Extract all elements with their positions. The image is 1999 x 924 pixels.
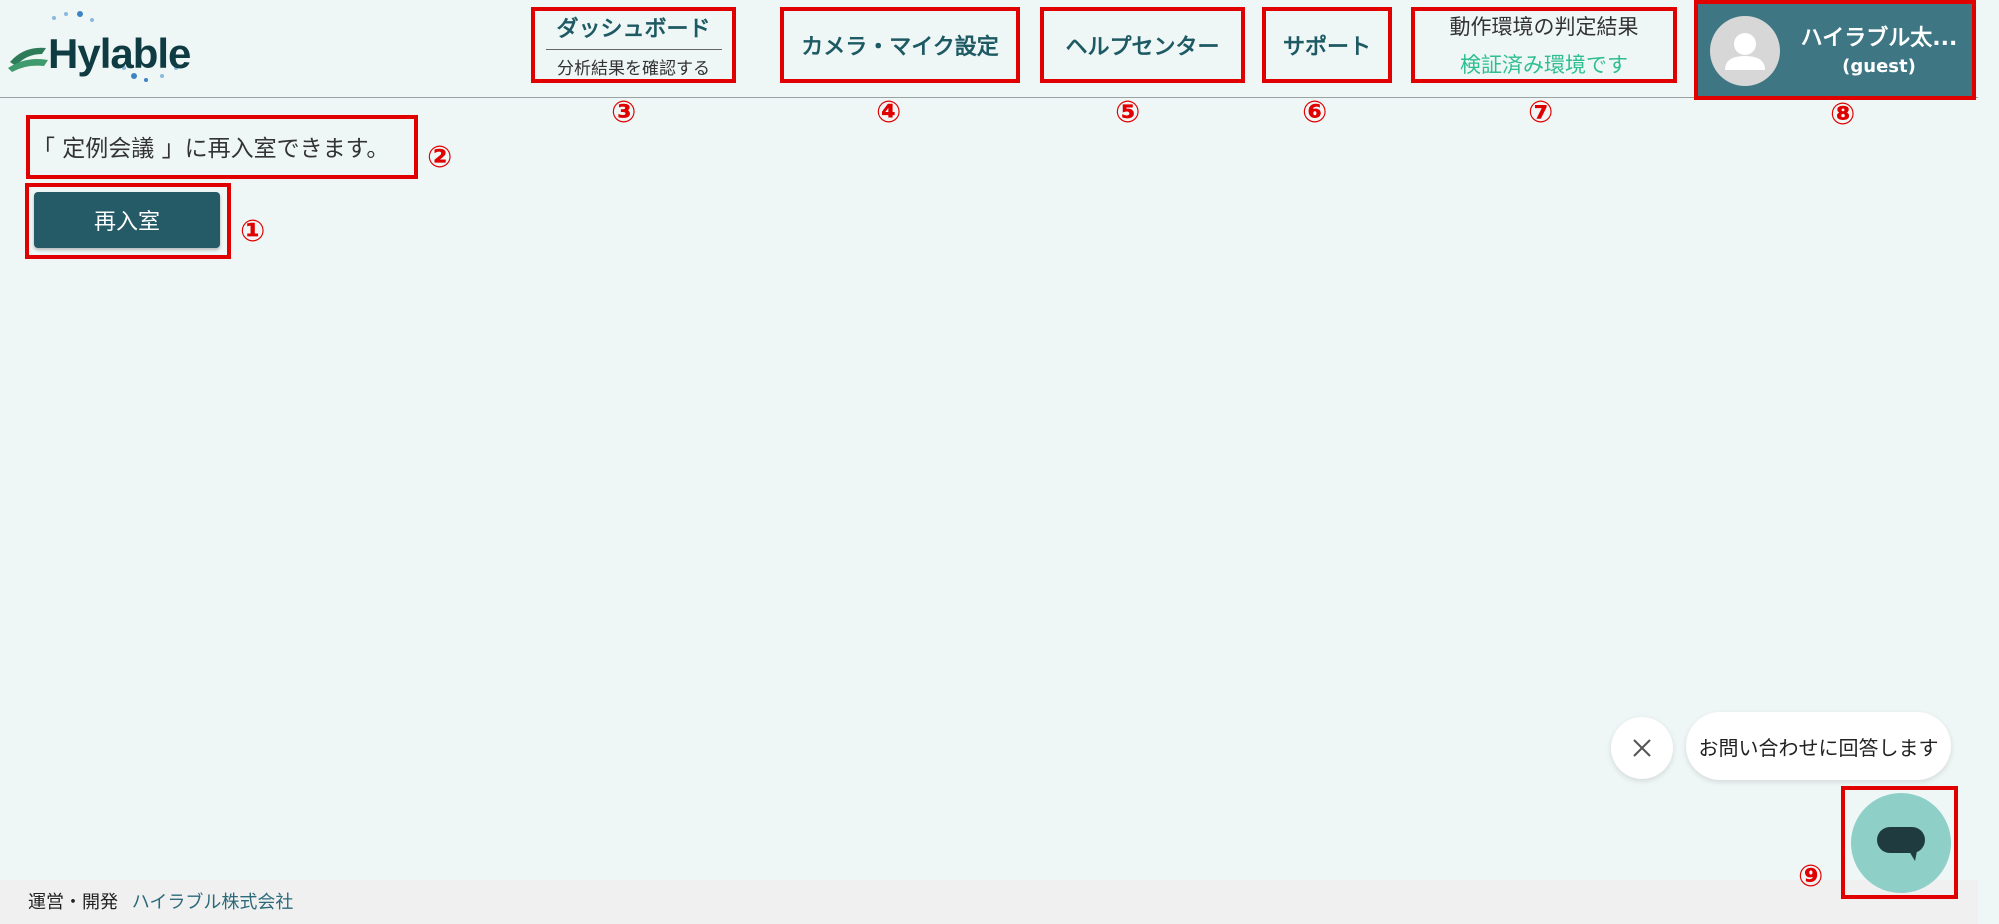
nav-camera-mic-label: カメラ・マイク設定 xyxy=(801,35,999,60)
logo-text: Hylable xyxy=(48,30,191,77)
user-name: ハイラブル太... xyxy=(1800,26,1958,51)
annotation-6: ⑥ xyxy=(1302,95,1328,130)
chat-launcher-button[interactable] xyxy=(1851,793,1951,893)
nav-dashboard[interactable]: ダッシュボード 分析結果を確認する xyxy=(531,7,736,83)
annotation-1: ① xyxy=(240,214,266,249)
chat-close-button[interactable] xyxy=(1611,717,1673,779)
annotation-2: ② xyxy=(427,140,453,175)
nav-camera-mic[interactable]: カメラ・マイク設定 xyxy=(780,7,1020,83)
close-icon xyxy=(1633,739,1651,757)
annotation-5: ⑤ xyxy=(1115,95,1141,130)
page-scrollbar[interactable] xyxy=(1978,0,1999,924)
nav-help-center-label: ヘルプセンター xyxy=(1065,35,1220,60)
annotation-3: ③ xyxy=(611,95,637,130)
footer-band xyxy=(0,880,1978,924)
divider xyxy=(545,49,722,50)
nav-support-label: サポート xyxy=(1282,35,1371,60)
annotation-8: ⑧ xyxy=(1830,97,1856,132)
user-menu[interactable]: ハイラブル太... (guest) xyxy=(1694,0,1976,100)
chat-prompt-bubble[interactable]: お問い合わせに回答します xyxy=(1686,712,1951,780)
top-bar: Hylable ダッシュボード 分析結果を確認する カメラ・マイク設定 ヘルプセ… xyxy=(0,0,1999,100)
nav-dashboard-label: ダッシュボード xyxy=(556,17,711,42)
rejoin-message: 「 定例会議 」に再入室できます。 xyxy=(32,136,390,162)
user-role: (guest) xyxy=(1842,56,1916,77)
annotation-7: ⑦ xyxy=(1528,95,1554,130)
chat-icon xyxy=(1877,827,1925,861)
env-check-status[interactable]: 動作環境の判定結果 検証済み環境です xyxy=(1411,7,1677,83)
annotation-4: ④ xyxy=(876,95,902,130)
person-icon xyxy=(1725,33,1765,70)
chat-launcher-highlight xyxy=(1841,786,1958,899)
hylable-logo[interactable]: Hylable xyxy=(6,10,191,85)
footer: 運営・開発 ハイラブル株式会社 xyxy=(28,888,293,914)
env-check-result: 検証済み環境です xyxy=(1460,53,1628,77)
rejoin-highlight xyxy=(25,183,231,259)
nav-support[interactable]: サポート xyxy=(1262,7,1392,83)
message-highlight xyxy=(26,115,418,179)
rejoin-button[interactable]: 再入室 xyxy=(34,192,220,248)
footer-company-link[interactable]: ハイラブル株式会社 xyxy=(131,892,294,913)
nav-dashboard-sublabel: 分析結果を確認する xyxy=(557,59,710,79)
logo-mark-icon xyxy=(8,11,178,82)
avatar-icon xyxy=(1710,16,1780,86)
env-check-label: 動作環境の判定結果 xyxy=(1449,15,1639,39)
nav-help-center[interactable]: ヘルプセンター xyxy=(1040,7,1245,83)
annotation-9: ⑨ xyxy=(1798,859,1824,894)
footer-prefix: 運営・開発 xyxy=(28,892,118,913)
